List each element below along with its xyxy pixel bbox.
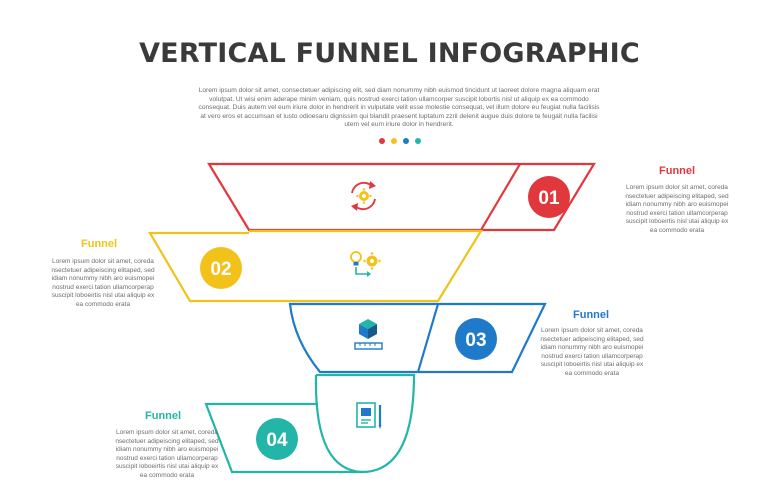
stage-2-band xyxy=(148,229,483,303)
blueprint-icon xyxy=(356,402,382,429)
badge-2-circle xyxy=(200,247,242,289)
step-2-title: Funnel xyxy=(81,238,118,250)
badge-1-circle xyxy=(528,176,570,218)
badge-4: 04 xyxy=(256,418,298,460)
gear-cycle-icon xyxy=(351,181,376,211)
page-title: VERTICAL FUNNEL INFOGRAPHIC xyxy=(139,38,640,69)
funnel-stage-4 xyxy=(204,373,416,474)
yellow-dot xyxy=(391,138,397,144)
funnel-stage-2 xyxy=(148,229,483,303)
badge-3-number: 03 xyxy=(465,330,486,351)
stage-1-band xyxy=(207,162,596,232)
badge-2-number: 02 xyxy=(210,259,231,280)
lightbulb-gear-icon xyxy=(350,251,381,277)
funnel-stage-3 xyxy=(288,302,547,374)
step-1-text: Lorem ipsum dolor sit amet, coreda nsect… xyxy=(625,184,729,234)
badge-1: 01 xyxy=(528,176,570,218)
stage-1-divider xyxy=(480,163,521,231)
stage-4-curve xyxy=(314,374,363,474)
red-dot xyxy=(379,138,385,144)
step-4-text: Lorem ipsum dolor sit amet, coreda nsect… xyxy=(115,429,219,479)
blue-dot xyxy=(403,138,409,144)
badge-2: 02 xyxy=(200,247,242,289)
badge-3-circle xyxy=(455,318,497,360)
color-dots xyxy=(379,138,424,146)
stage-4-band xyxy=(204,373,416,474)
step-2-text: Lorem ipsum dolor sit amet, coreda nsect… xyxy=(51,258,155,308)
badge-3: 03 xyxy=(455,318,497,360)
funnel-stage-1 xyxy=(207,162,596,232)
intro-paragraph: Lorem ipsum dolor sit amet, consectetuer… xyxy=(198,87,600,129)
step-4-title: Funnel xyxy=(145,410,182,422)
step-3-text: Lorem ipsum dolor sit amet, coreda nsect… xyxy=(540,327,644,377)
cube-ruler-icon xyxy=(354,319,383,350)
badge-4-number: 04 xyxy=(266,430,288,451)
teal-dot xyxy=(415,138,421,144)
badge-1-number: 01 xyxy=(538,188,560,209)
stage-3-band xyxy=(288,302,547,374)
step-1-title: Funnel xyxy=(659,165,696,177)
badge-4-circle xyxy=(256,418,298,460)
step-3-title: Funnel xyxy=(573,309,610,321)
stage-3-divider xyxy=(416,303,440,373)
